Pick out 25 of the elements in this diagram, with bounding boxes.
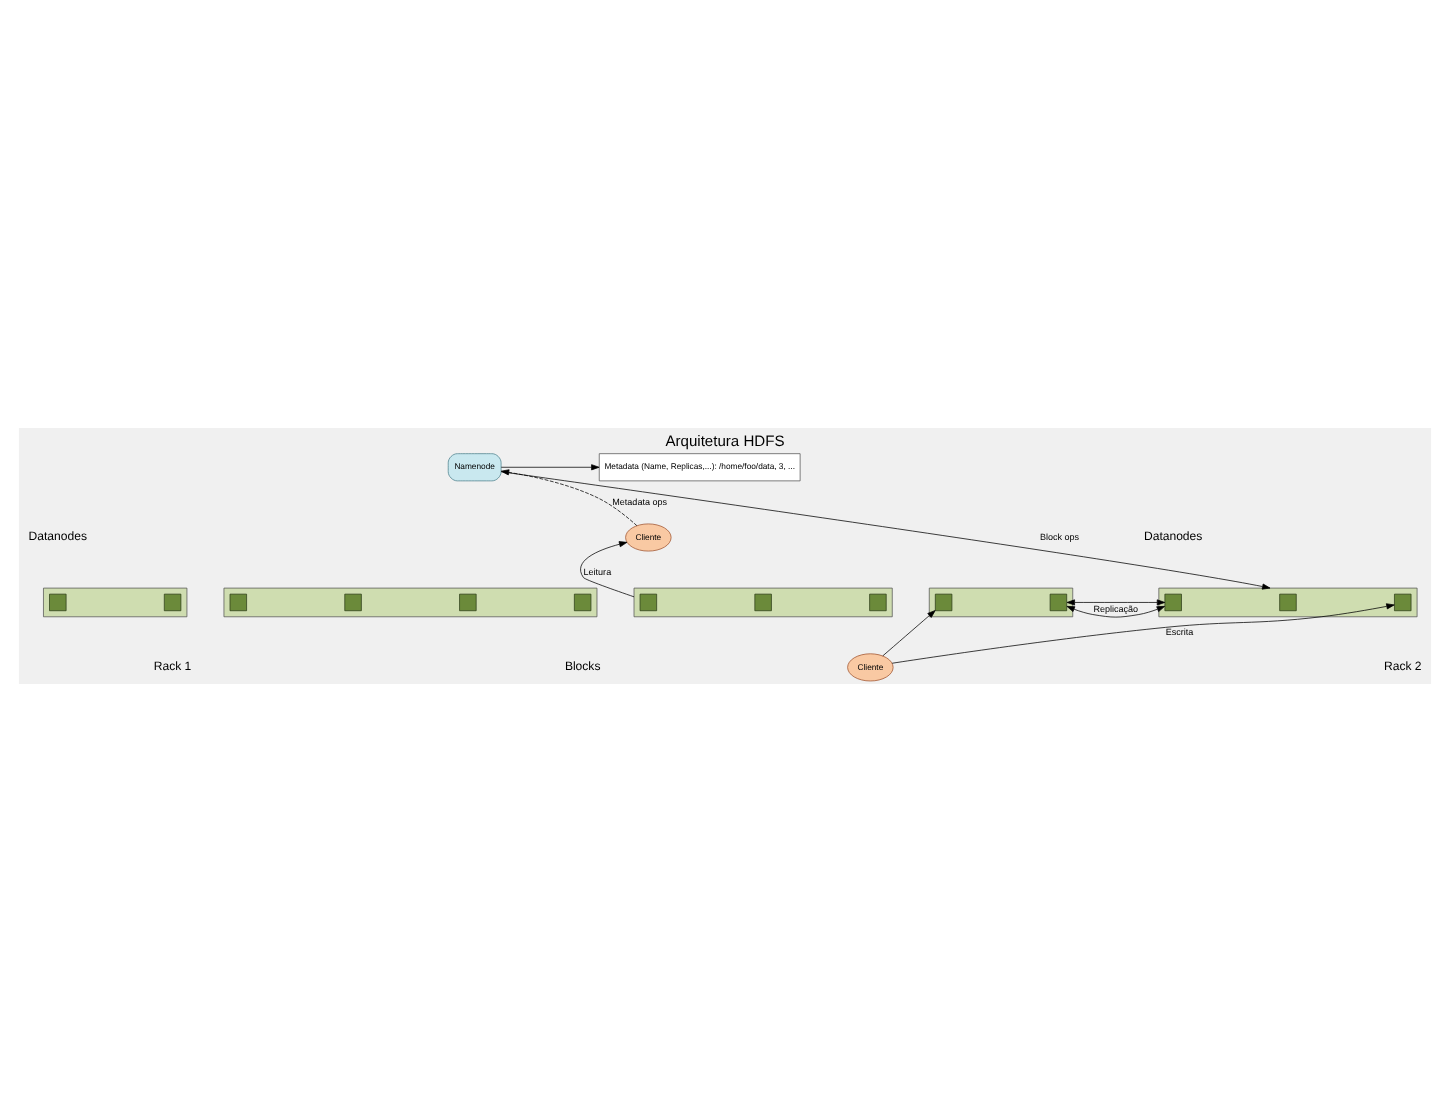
node-box	[754, 593, 772, 612]
node-box	[1049, 593, 1068, 612]
node-box	[1279, 593, 1297, 612]
arrow	[500, 464, 600, 471]
node-box	[1164, 593, 1182, 612]
node-box	[934, 593, 953, 612]
arrow	[500, 469, 638, 527]
node-box	[49, 593, 67, 612]
node-box	[229, 593, 247, 612]
arrow	[882, 610, 936, 657]
node-box	[1394, 593, 1412, 612]
cluster	[223, 587, 598, 618]
node-box	[573, 593, 592, 612]
node-box	[869, 593, 887, 612]
arrow	[1066, 599, 1166, 618]
cluster	[43, 587, 188, 618]
diagram-title: Arquitetura HDFS	[665, 432, 785, 451]
arrow	[580, 541, 635, 598]
arrow	[500, 471, 1271, 590]
node-box	[639, 593, 658, 612]
arrow	[891, 603, 1395, 664]
node-box	[163, 593, 182, 612]
node-box	[459, 593, 477, 612]
cluster	[633, 587, 893, 618]
node-box	[344, 593, 362, 612]
